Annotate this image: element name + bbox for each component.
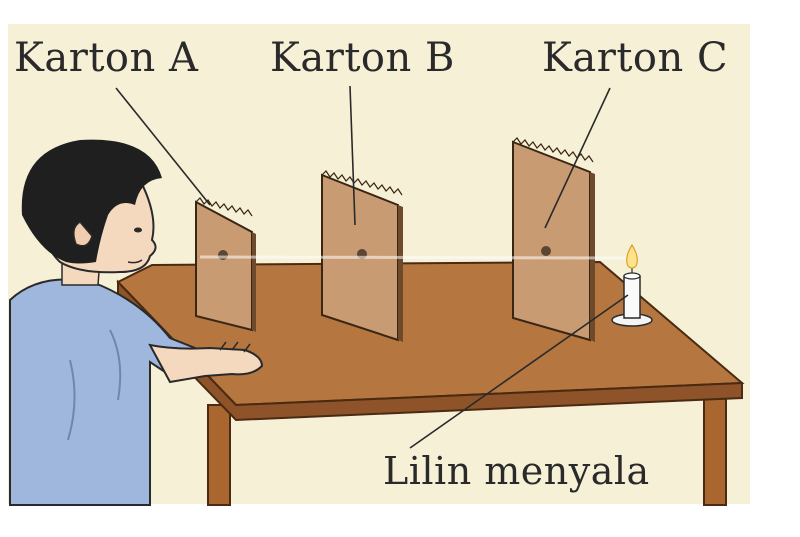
label-karton-c: Karton C: [542, 35, 729, 81]
label-karton-b: Karton B: [270, 35, 455, 81]
pointer-karton-a: [115, 87, 211, 206]
pointer-lines: [115, 85, 629, 449]
boy: [9, 139, 264, 506]
candle-flame: [626, 243, 638, 269]
table-legs: [207, 394, 727, 506]
label-candle: Lilin menyala: [383, 449, 650, 493]
pointer-karton-b: [349, 85, 356, 226]
pointer-karton-c: [544, 87, 611, 229]
light-path: [199, 255, 631, 260]
cardboard-c: [512, 137, 595, 342]
hair: [21, 139, 163, 264]
pointer-candle: [409, 294, 629, 449]
label-karton-a: Karton A: [14, 35, 199, 81]
